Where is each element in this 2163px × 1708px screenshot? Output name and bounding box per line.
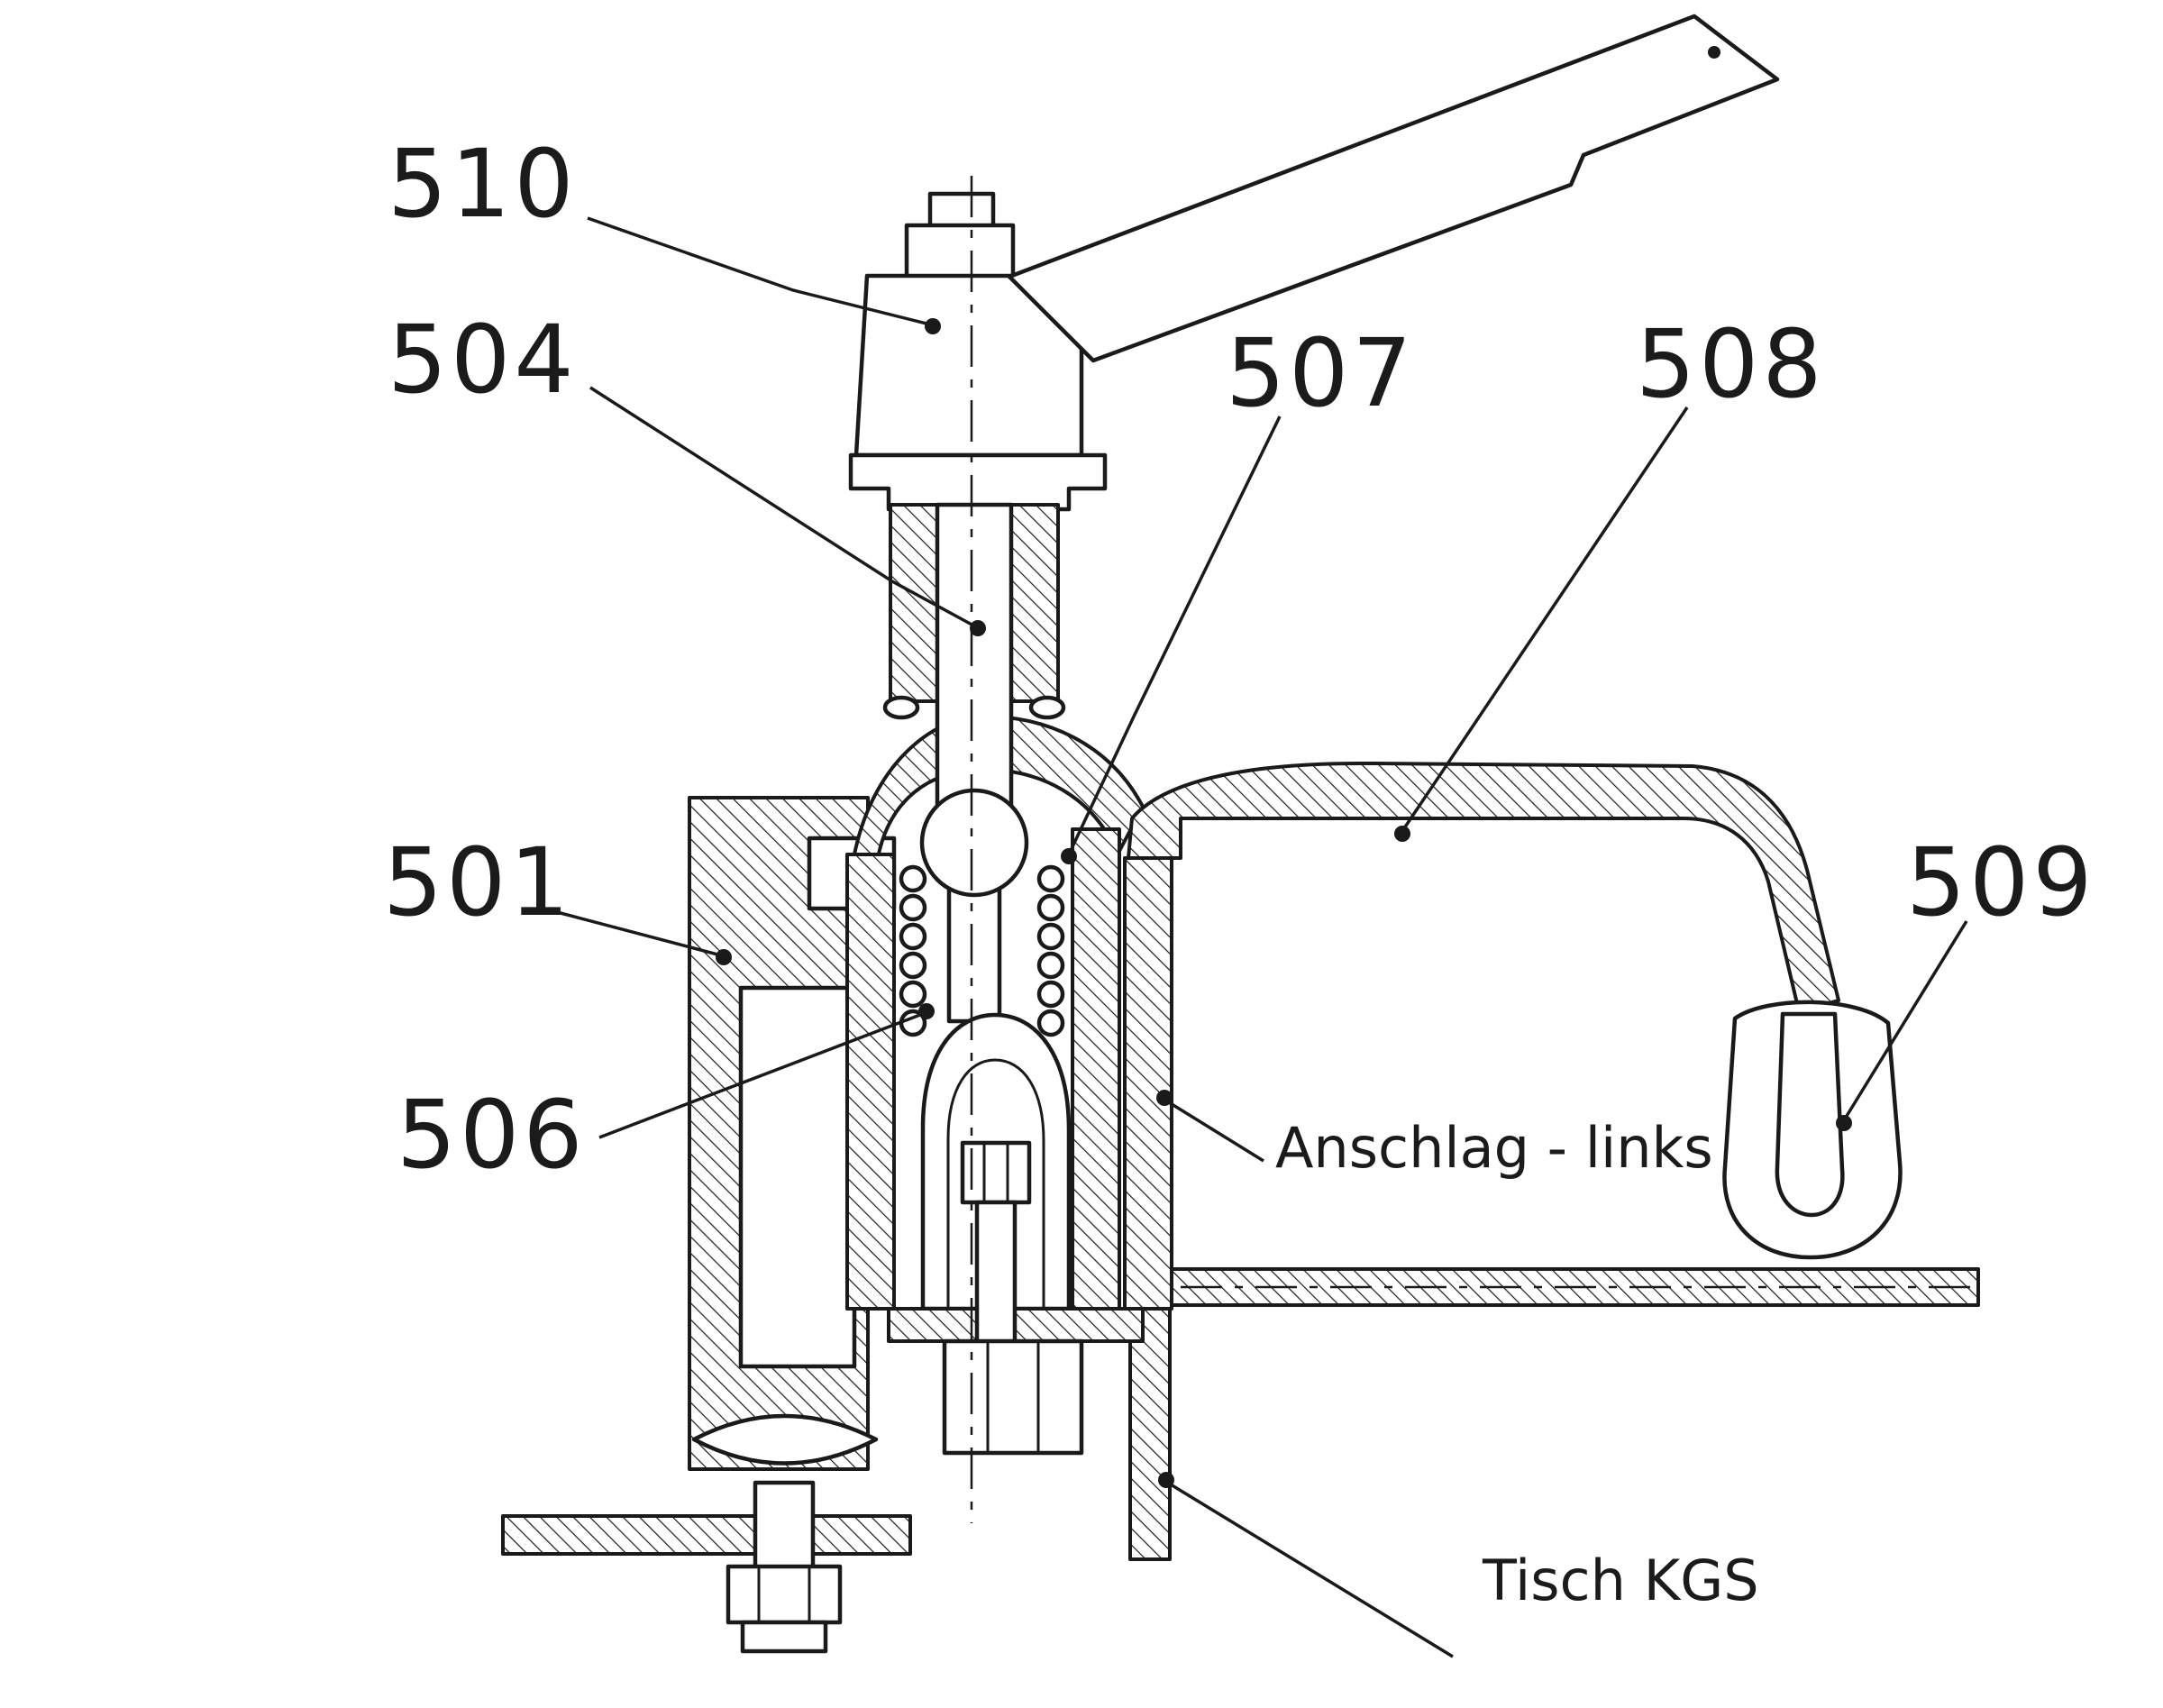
spring-coil	[1036, 980, 1065, 1009]
spring-coil	[1036, 864, 1065, 893]
bell-left-wall-section	[845, 853, 896, 1311]
leader-dot-tisch	[1158, 1472, 1174, 1488]
left-plate-window	[738, 985, 857, 1369]
inner-bolt-shaft	[974, 1200, 1018, 1346]
spring-coil	[1036, 922, 1065, 951]
stop-arm-section	[1127, 761, 1840, 1013]
labels-group: 510 504 507 508 501 506 509 Anschlag - l…	[383, 129, 2096, 1613]
leaders-group	[556, 216, 1968, 1658]
spring-coil	[899, 922, 927, 951]
lever-top-cap	[904, 223, 1016, 280]
label-509: 509	[1906, 827, 2096, 937]
lower-bolt-shaft	[753, 1480, 816, 1571]
spring-coil	[899, 864, 927, 893]
spring-coil	[1036, 951, 1065, 980]
clamp-lever-group	[848, 14, 1780, 512]
leader-dot-506	[918, 1003, 935, 1019]
label-tisch-kgs: Tisch KGS	[1482, 1548, 1759, 1613]
leader-dot-509	[1836, 1115, 1852, 1131]
leader-dot-508	[1394, 826, 1410, 842]
spring-coil	[899, 893, 927, 922]
label-anschlag-links: Anschlag - links	[1275, 1115, 1713, 1181]
leader-line-510	[587, 216, 931, 326]
leader-line-509	[1842, 920, 1968, 1121]
leader-line-tisch	[1165, 1480, 1454, 1658]
label-506: 506	[397, 1080, 587, 1190]
label-508: 508	[1636, 309, 1826, 419]
threaded-rod	[935, 502, 1014, 818]
seal-ring-right	[1028, 695, 1066, 720]
leader-dot-501	[716, 949, 732, 965]
label-510: 510	[388, 129, 578, 239]
lever-handle	[1007, 14, 1780, 363]
plunger-dome-inner	[946, 1058, 1045, 1309]
spring-coil	[899, 980, 927, 1009]
leader-dot-507	[1061, 848, 1077, 864]
stop-wall-section	[1123, 856, 1173, 1311]
internals-group	[887, 788, 1145, 1456]
lever-top-cap-small	[927, 191, 996, 231]
housing-group	[845, 714, 1980, 1561]
hook-clamp-slot	[1775, 1011, 1845, 1218]
leader-line-507	[1067, 416, 1282, 855]
lens-washer	[691, 1413, 879, 1466]
leader-line-501	[556, 910, 722, 957]
rod-ball-end	[919, 788, 1029, 898]
label-501: 501	[383, 827, 573, 937]
leader-line-504	[589, 386, 976, 628]
leader-line-anschlag	[1164, 1098, 1264, 1163]
spring-coil	[1036, 1009, 1065, 1037]
sleeve-right-section	[1009, 503, 1060, 703]
spring-coil	[1036, 893, 1065, 922]
seal-ring-left	[882, 695, 920, 720]
leader-line-506	[598, 1011, 926, 1139]
spring-coil	[899, 951, 927, 980]
spring-section	[899, 864, 1065, 1037]
leader-dot-anschlag	[1156, 1090, 1173, 1106]
stop-wall-lower-section	[1128, 1307, 1172, 1561]
leader-dot-510	[925, 318, 941, 334]
leader-line-508	[1401, 406, 1689, 832]
lower-bolt-cap	[740, 1620, 828, 1654]
base-nut	[942, 1338, 1084, 1456]
leader-dot-504	[970, 620, 986, 636]
table-section-left	[501, 1514, 912, 1556]
lower-bolt-nut	[726, 1564, 843, 1625]
handle-end-dot	[1708, 46, 1720, 59]
label-504: 504	[388, 305, 578, 415]
label-507: 507	[1226, 318, 1416, 428]
bell-right-wall-section	[1071, 827, 1121, 1311]
hub-flange	[848, 452, 1108, 512]
